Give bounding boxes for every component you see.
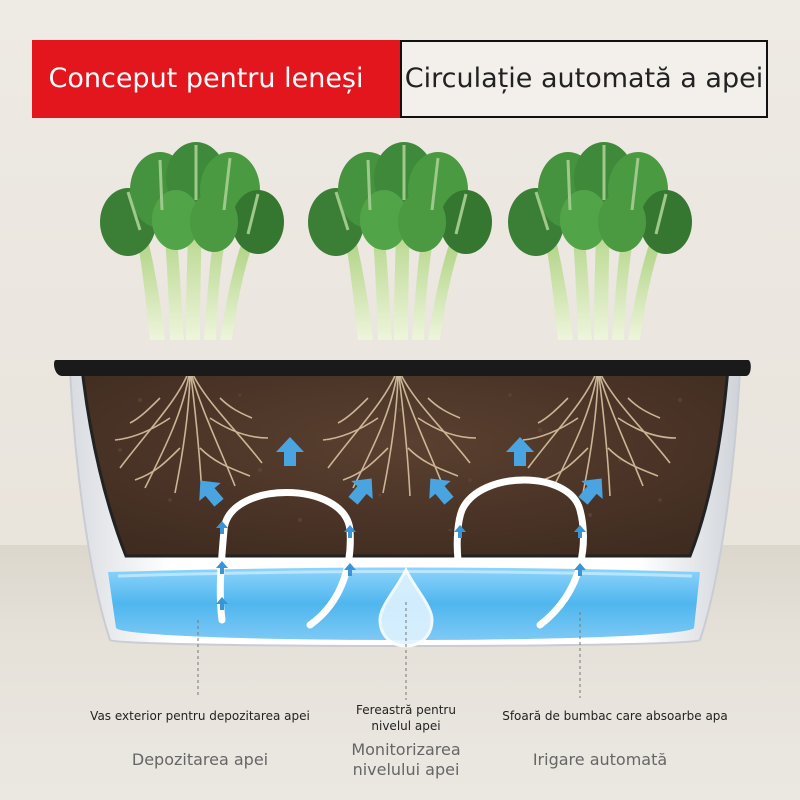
soil-texture <box>118 393 682 532</box>
plant-row <box>98 140 694 342</box>
label-auto-irrigation: Irigare automată <box>532 750 668 769</box>
bok-choy-left <box>98 140 286 342</box>
banner-water-circulation: Circulație automată a apei <box>400 40 768 118</box>
bok-choy-right <box>506 140 694 342</box>
label-water-storage: Depozitarea apei <box>131 750 269 769</box>
soil-inner-pot <box>80 366 730 558</box>
title-banner: Conceput pentru leneși Circulație automa… <box>32 40 768 118</box>
planter-rim <box>54 360 751 376</box>
label-water-window: Fereastră pentru nivelul apei <box>356 703 456 733</box>
banner-lazy-concept: Conceput pentru leneși <box>32 40 400 118</box>
label-outer-vessel: Vas exterior pentru depozitarea apei <box>90 709 310 723</box>
label-cotton-wick: Sfoară de bumbac care absoarbe apa <box>502 709 728 723</box>
label-level-monitoring: Monitorizarea nivelului apei <box>351 740 461 779</box>
bok-choy-middle <box>306 140 494 342</box>
